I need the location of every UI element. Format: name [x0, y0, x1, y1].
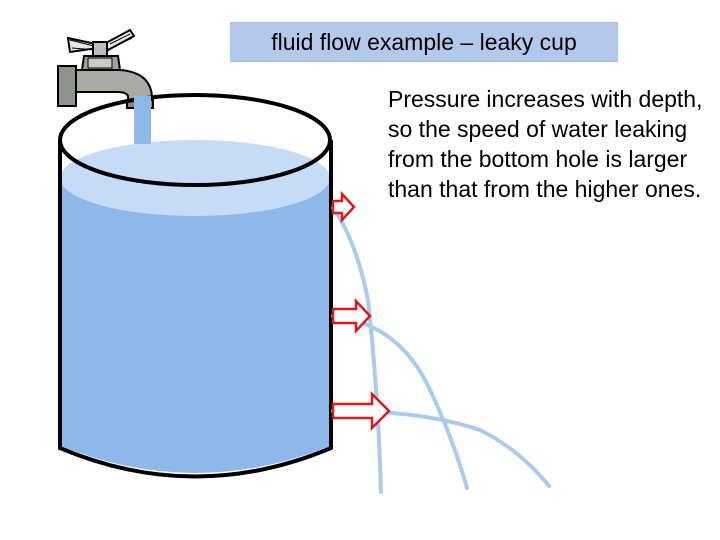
title-box: fluid flow example – leaky cup — [230, 22, 618, 62]
cup-icon — [60, 95, 331, 477]
jet-bottom — [333, 411, 549, 486]
jet-top — [333, 208, 381, 492]
velocity-arrow-middle — [333, 301, 370, 331]
jet-middle — [333, 316, 467, 488]
explanation-text: Pressure increases with depth, so the sp… — [388, 84, 708, 204]
velocity-arrow-bottom — [333, 394, 389, 428]
water-jets — [333, 208, 549, 492]
velocity-arrows — [333, 194, 389, 428]
water-surface — [60, 140, 330, 216]
diagram-title: fluid flow example – leaky cup — [271, 29, 577, 56]
